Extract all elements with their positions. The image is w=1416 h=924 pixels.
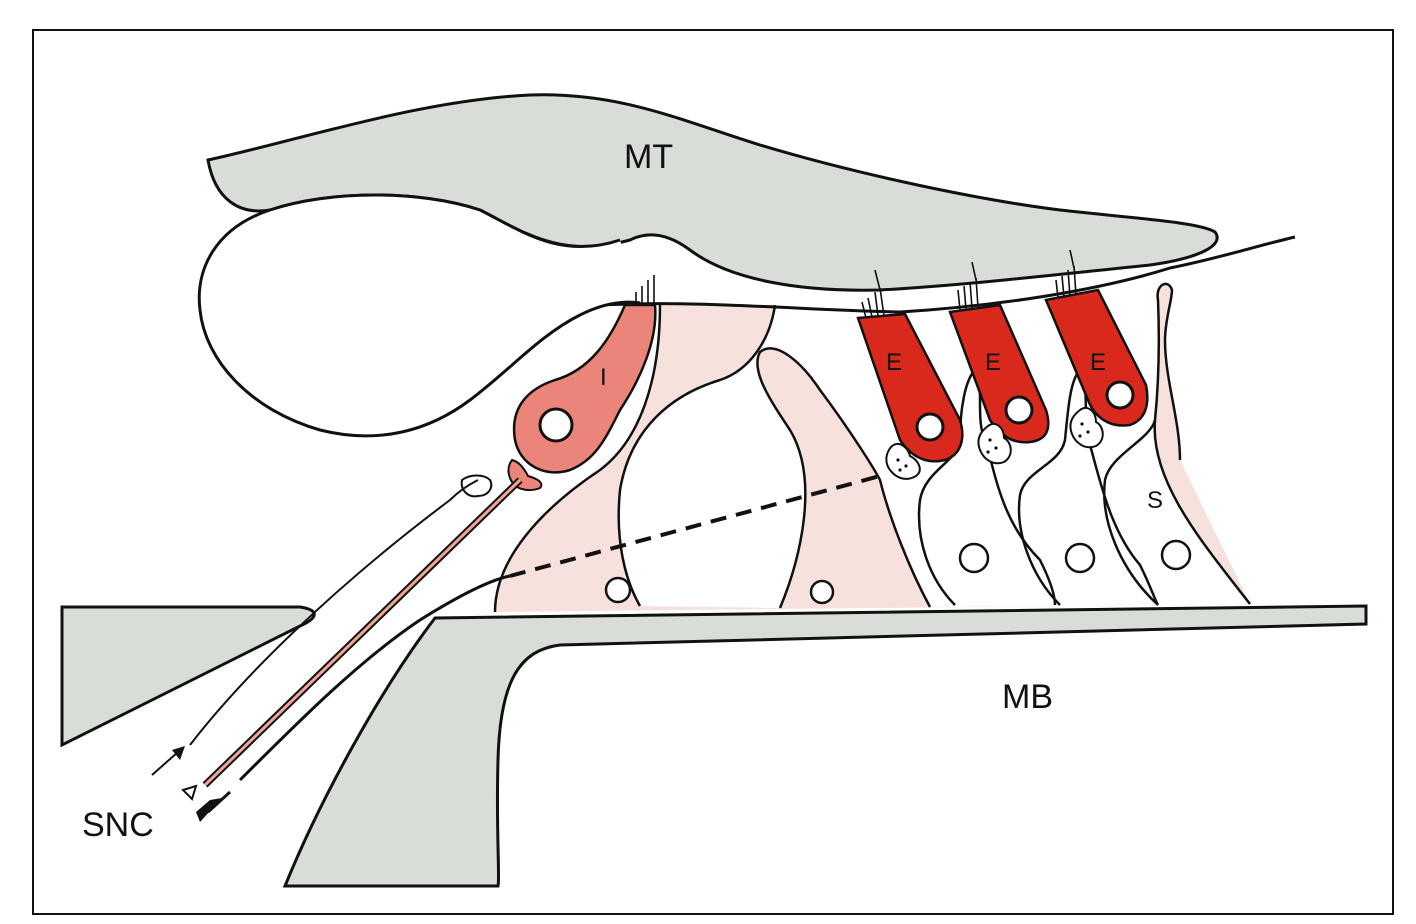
outer-hair-cell-3-group: E (1044, 249, 1149, 427)
outer-hair-cell-3-label: E (1090, 349, 1106, 376)
support-cells-region (495, 283, 1250, 612)
afferent-sheath (189, 479, 479, 746)
label-mt: MT (624, 138, 673, 176)
inner-hair-cell-stereocilia (635, 275, 655, 305)
snc-hollow-arrow (181, 784, 198, 801)
label-snc: SNC (82, 806, 154, 844)
outer-hair-cell-1-label: E (886, 349, 902, 376)
inner-hair-cell-fiber-core (203, 478, 522, 787)
outer-pillar-cell (617, 304, 777, 607)
inner-sulcus (197, 193, 641, 438)
snc-arrows (151, 746, 232, 822)
nucleus-deiters-1 (958, 542, 990, 574)
basilar-membrane-region (282, 604, 1368, 888)
outer-hair-cell-1-nucleus (915, 412, 945, 442)
outer-hair-cell-2-nucleus (1004, 395, 1034, 425)
outer-hair-cell-1-group: E (856, 269, 964, 463)
efferent-fiber-dashed (509, 474, 881, 578)
efferent-fiber-solid (238, 574, 511, 782)
outer-hair-cell-2-label: E (985, 349, 1001, 376)
label-mb: MB (1002, 678, 1053, 716)
nucleus-pillar-1 (604, 576, 632, 604)
outer-hair-cell-3-nucleus (1105, 380, 1135, 410)
inner-hair-cell-nucleus (538, 407, 574, 443)
deiters-cell-4 (1103, 419, 1159, 606)
reticular-lamina (599, 235, 1296, 314)
outer-hair-cell-2-group: E (948, 261, 1050, 444)
label-inner-hair-cell: I (600, 364, 607, 391)
nucleus-deiters-2 (1064, 542, 1096, 574)
snc-bold-arrow (196, 798, 222, 822)
label-support-cell: S (1147, 487, 1163, 514)
inner-pillar-cell (493, 304, 662, 613)
outer-hair-cell-terminals (885, 406, 1104, 480)
nucleus-pillar-2 (809, 579, 835, 605)
hensen-cell-outline (1153, 282, 1251, 605)
nucleus-deiters-3 (1160, 539, 1192, 571)
inner-hair-cell-afferent-terminal (460, 474, 493, 498)
deiters-cell-1 (756, 347, 932, 609)
